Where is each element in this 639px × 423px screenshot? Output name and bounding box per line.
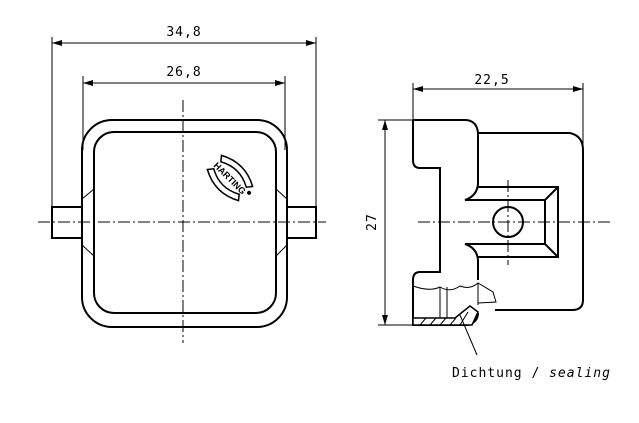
leader-line <box>459 314 478 356</box>
dim-depth: 22,5 <box>474 73 509 88</box>
dim-body-width: 26,8 <box>166 65 201 80</box>
front-view: 34,8 26,8 HARTING <box>38 25 326 343</box>
callout-en: sealing <box>549 366 611 381</box>
dim-height: 27 <box>365 213 380 231</box>
seal-detail <box>412 282 497 320</box>
callout-de: Dichtung / <box>452 366 540 381</box>
dim-overall-width: 34,8 <box>166 25 201 40</box>
sealing-callout: Dichtung / sealing <box>452 366 611 381</box>
chamfer-lines <box>81 188 288 257</box>
outer-frame <box>81 119 288 328</box>
hatching <box>419 311 469 326</box>
side-view: 22,5 27 Dichtung / sealing <box>365 73 611 381</box>
harting-logo: HARTING <box>206 154 254 202</box>
